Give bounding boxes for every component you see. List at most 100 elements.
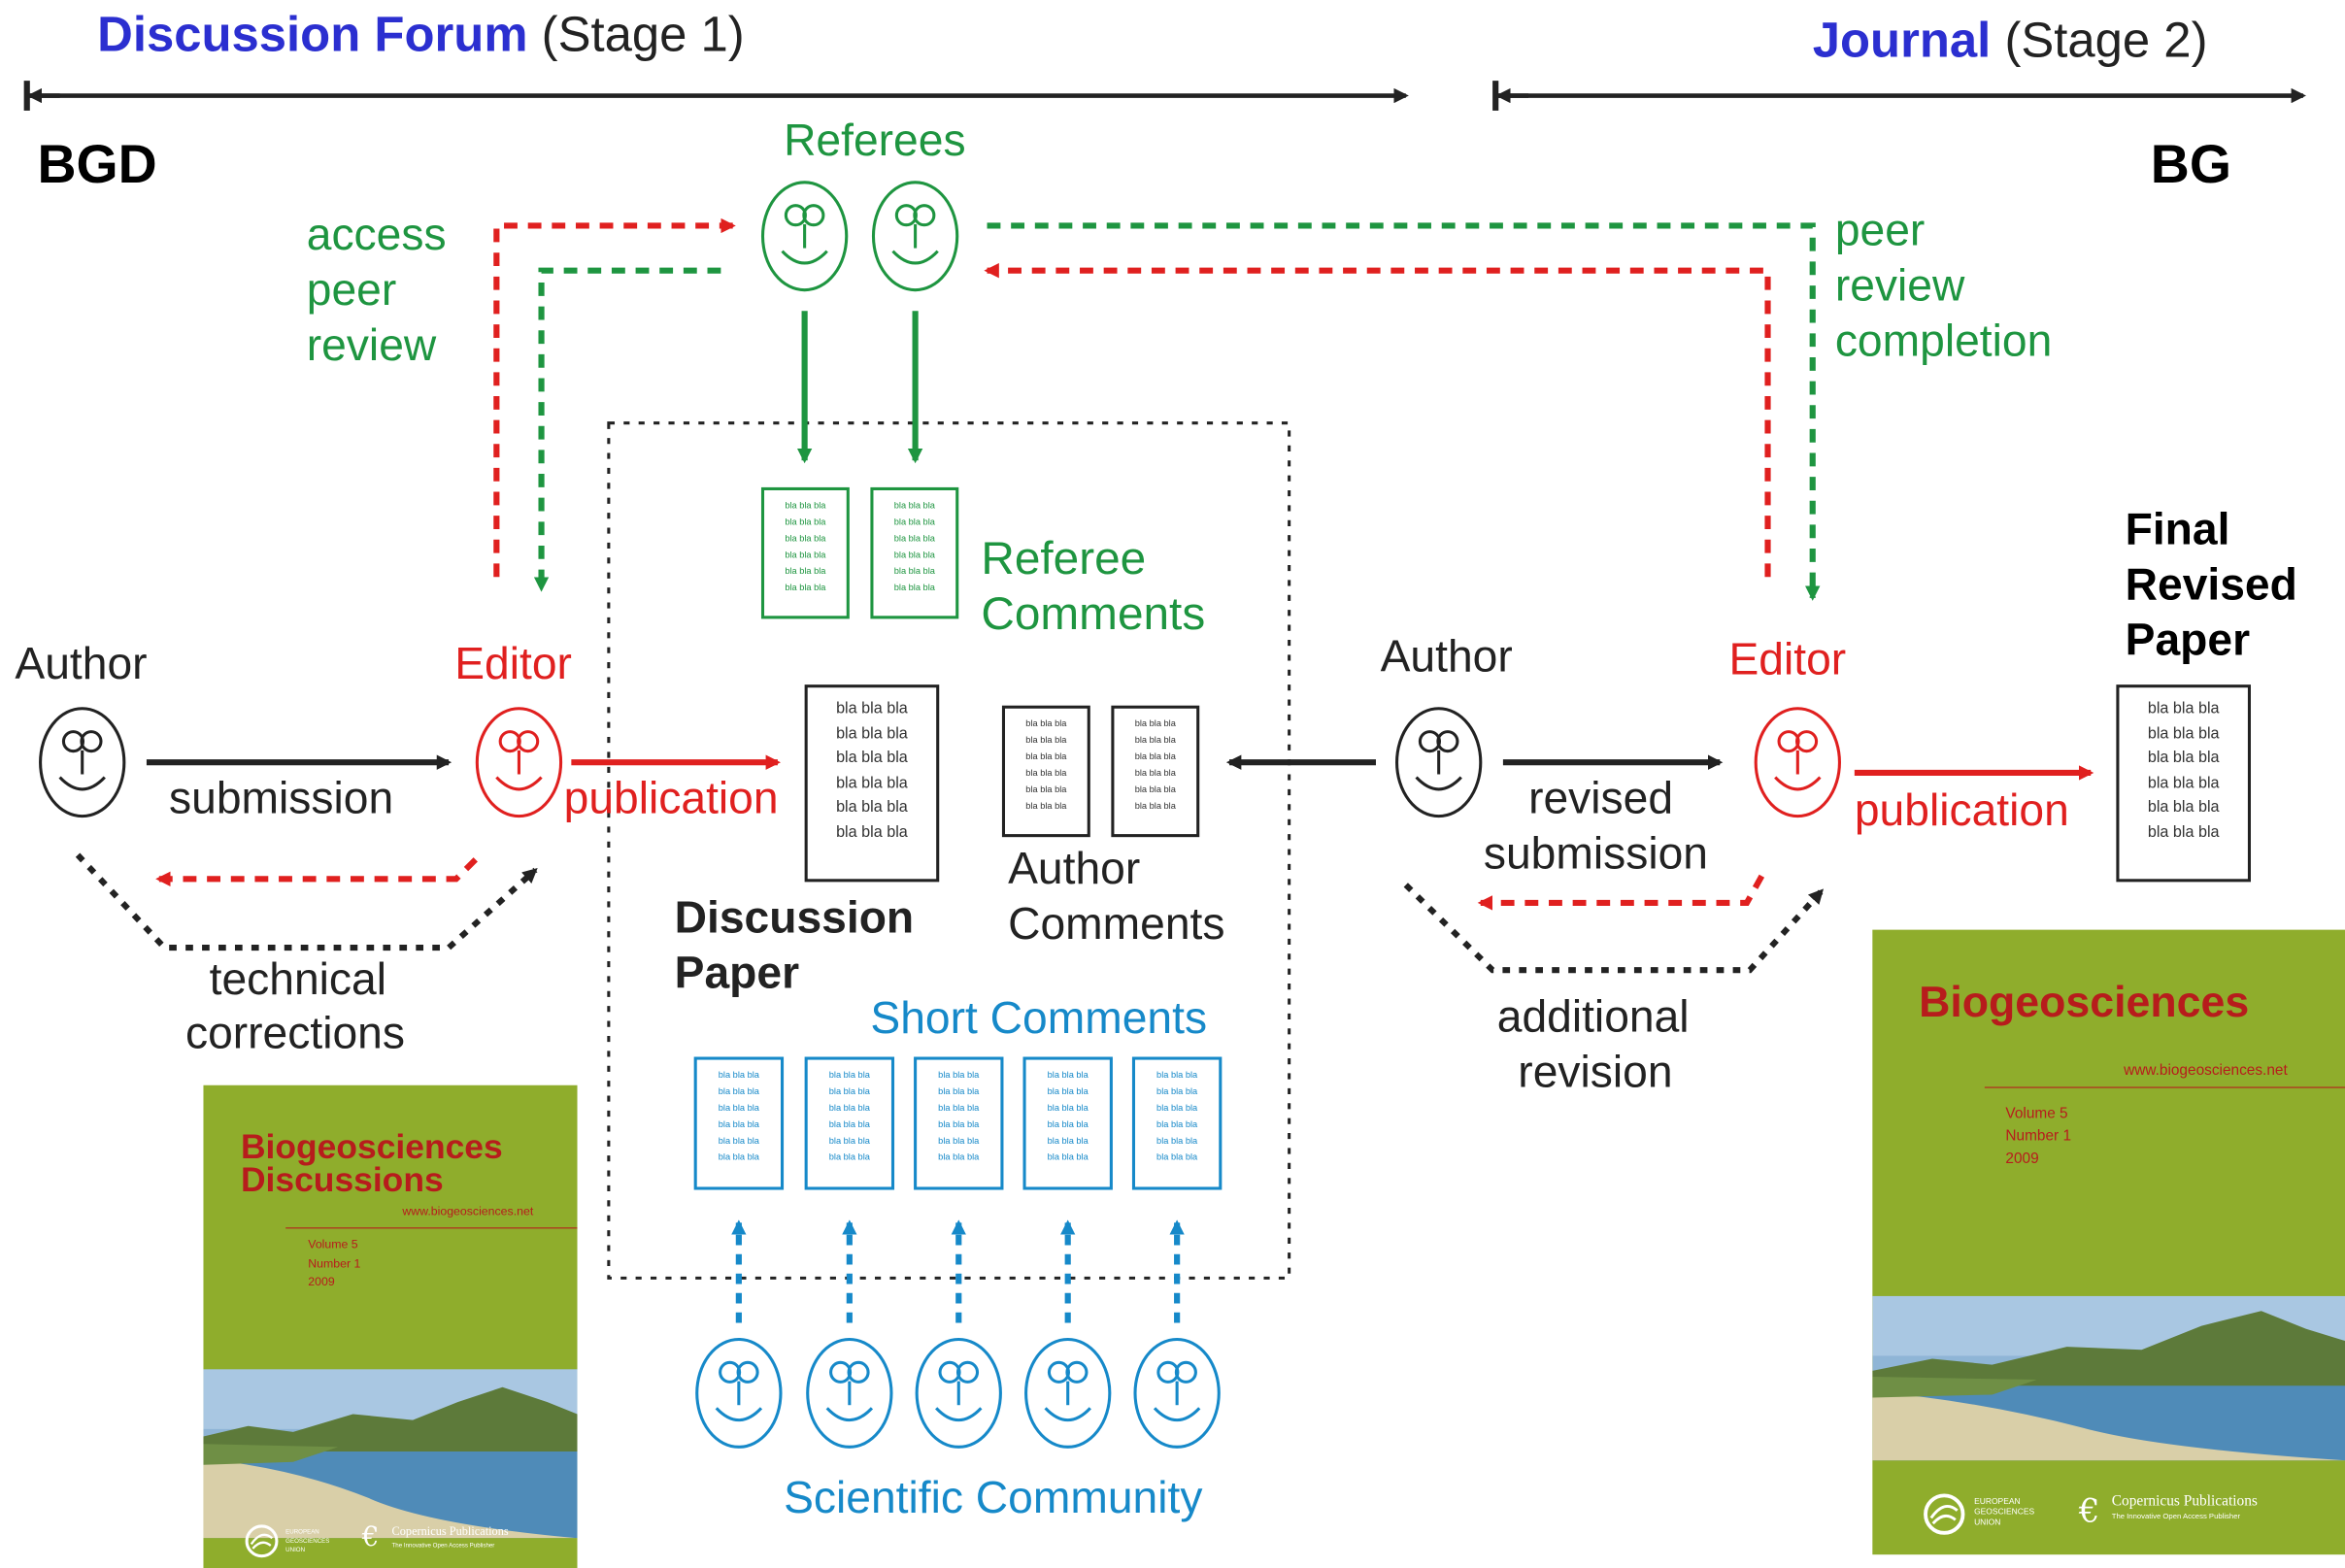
submission-label: submission [169, 774, 394, 824]
bgd-cover-egu-2: GEOSCIENCES [285, 1536, 330, 1545]
doc-line: bla bla bla [893, 518, 935, 528]
referee-to-journal-editor-arrow [987, 222, 1821, 601]
doc-line: bla bla bla [1025, 785, 1067, 796]
doc-line: bla bla bla [1134, 752, 1176, 763]
doc-line: bla bla bla [718, 1120, 759, 1130]
doc-line: bla bla bla [718, 1087, 759, 1098]
doc-line: bla bla bla [828, 1104, 870, 1115]
bg-cover-egu-2: GEOSCIENCES [1974, 1508, 2035, 1518]
review-label-left: review [306, 321, 437, 371]
author-label-right: Author [1380, 632, 1513, 683]
final-revised-paper-label-3: Paper [2125, 616, 2251, 666]
bgd-cover-egu-1: EUROPEAN [285, 1527, 319, 1536]
doc-line: bla bla bla [1134, 802, 1176, 813]
referees-label: Referees [784, 117, 966, 166]
stage1-suffix: (Stage 1) [527, 6, 745, 62]
publication-label-right: publication [1854, 785, 2069, 836]
doc-line: bla bla bla [828, 1087, 870, 1098]
additional-revision-loop [1403, 883, 1825, 974]
doc-line: bla bla bla [1134, 737, 1176, 747]
author-comment-doc-2: bla bla bla bla bla bla bla bla bla bla bla… [1111, 705, 1200, 838]
doc-line: bla bla bla [1134, 785, 1176, 796]
community-face-4 [1024, 1337, 1112, 1449]
doc-line: bla bla bla [1047, 1071, 1089, 1082]
doc-line: bla bla bla [1156, 1087, 1198, 1098]
doc-line: bla bla bla [1047, 1104, 1089, 1115]
discussion-forum-box [607, 421, 1291, 1280]
technical-corrections-return [155, 857, 478, 886]
referee-comment-doc-2: bla bla bla bla bla bla bla bla bla bla bla… [870, 486, 959, 619]
bg-journal-cover: Biogeosciences www.biogeosciences.net Vo… [1872, 929, 2345, 1555]
access-peer-review-arrow [493, 217, 736, 578]
doc-line: bla bla bla [1156, 1137, 1198, 1147]
stage1-title: Discussion Forum [97, 6, 528, 62]
peer-label-left: peer [306, 266, 397, 316]
technical-label: technical [209, 954, 386, 1005]
doc-line: bla bla bla [718, 1071, 759, 1082]
doc-line: bla bla bla [1047, 1137, 1089, 1147]
editor-face-right [1754, 707, 1841, 818]
egu-logo-icon [245, 1524, 279, 1558]
community-face-2 [806, 1337, 893, 1449]
corrections-label: corrections [184, 1009, 405, 1059]
editor-label-left: Editor [454, 639, 572, 689]
doc-line: bla bla bla [836, 699, 908, 718]
doc-line: bla bla bla [836, 724, 908, 743]
copernicus-logo-icon: € [361, 1521, 380, 1553]
doc-line: bla bla bla [718, 1137, 759, 1147]
doc-line: bla bla bla [1156, 1071, 1198, 1082]
revision-label: revision [1518, 1048, 1673, 1098]
stage2-title: Journal [1812, 12, 1992, 68]
doc-line: bla bla bla [2147, 749, 2220, 768]
bgd-cover-publisher-tag: The Innovative Open Access Publisher [391, 1541, 495, 1550]
bgd-cover-egu-3: UNION [285, 1545, 306, 1553]
author-label-left: Author [15, 639, 148, 689]
editor-face-left [475, 707, 563, 818]
bg-cover-number: Number 1 [2005, 1128, 2072, 1146]
doc-line: bla bla bla [836, 798, 908, 817]
doc-line: bla bla bla [893, 502, 935, 512]
discussion-paper-label-2: Paper [674, 949, 800, 999]
doc-line: bla bla bla [893, 535, 935, 545]
doc-line: bla bla bla [1134, 720, 1176, 730]
doc-line: bla bla bla [785, 518, 826, 528]
bgd-journal-cover: Biogeosciences Discussions www.biogeosci… [203, 1084, 578, 1568]
copernicus-logo-icon: € [2078, 1493, 2100, 1531]
doc-line: bla bla bla [938, 1071, 980, 1082]
bg-cover-year: 2009 [2005, 1151, 2039, 1168]
bg-cover-publisher-tag: The Innovative Open Access Publisher [2111, 1513, 2241, 1522]
doc-line: bla bla bla [938, 1153, 980, 1163]
doc-line: bla bla bla [785, 584, 826, 594]
stage1-heading: Discussion Forum (Stage 1) [97, 9, 745, 58]
bg-cover-publisher: Copernicus Publications [2111, 1493, 2258, 1510]
journal-editor-to-referee-arrow [984, 262, 1771, 578]
technical-corrections-loop [75, 852, 538, 951]
referee-comments-label-1: Referee [981, 532, 1147, 584]
doc-line: bla bla bla [828, 1120, 870, 1130]
community-face-3 [915, 1337, 1002, 1449]
referee-face-1 [760, 181, 849, 292]
short-comments-label: Short Comments [870, 993, 1208, 1044]
bg-cover-volume: Volume 5 [2005, 1106, 2068, 1123]
doc-line: bla bla bla [893, 568, 935, 578]
doc-line: bla bla bla [2147, 699, 2220, 718]
community-face-1 [695, 1337, 783, 1449]
doc-line: bla bla bla [938, 1104, 980, 1115]
author-face-right [1395, 707, 1483, 818]
doc-line: bla bla bla [785, 535, 826, 545]
doc-line: bla bla bla [2147, 774, 2220, 792]
bg-cover-egu-3: UNION [1974, 1518, 2001, 1528]
doc-line: bla bla bla [828, 1153, 870, 1163]
bgd-cover-volume: Volume 5 [308, 1237, 358, 1251]
revised-label: revised [1528, 774, 1674, 824]
doc-line: bla bla bla [828, 1071, 870, 1082]
referee-face-2 [871, 181, 959, 292]
doc-line: bla bla bla [893, 551, 935, 561]
doc-line: bla bla bla [785, 568, 826, 578]
bg-cover-egu-1: EUROPEAN [1974, 1497, 2021, 1507]
short-comment-doc-1: bla bla bla bla bla bla bla bla bla bla bla… [693, 1056, 785, 1190]
